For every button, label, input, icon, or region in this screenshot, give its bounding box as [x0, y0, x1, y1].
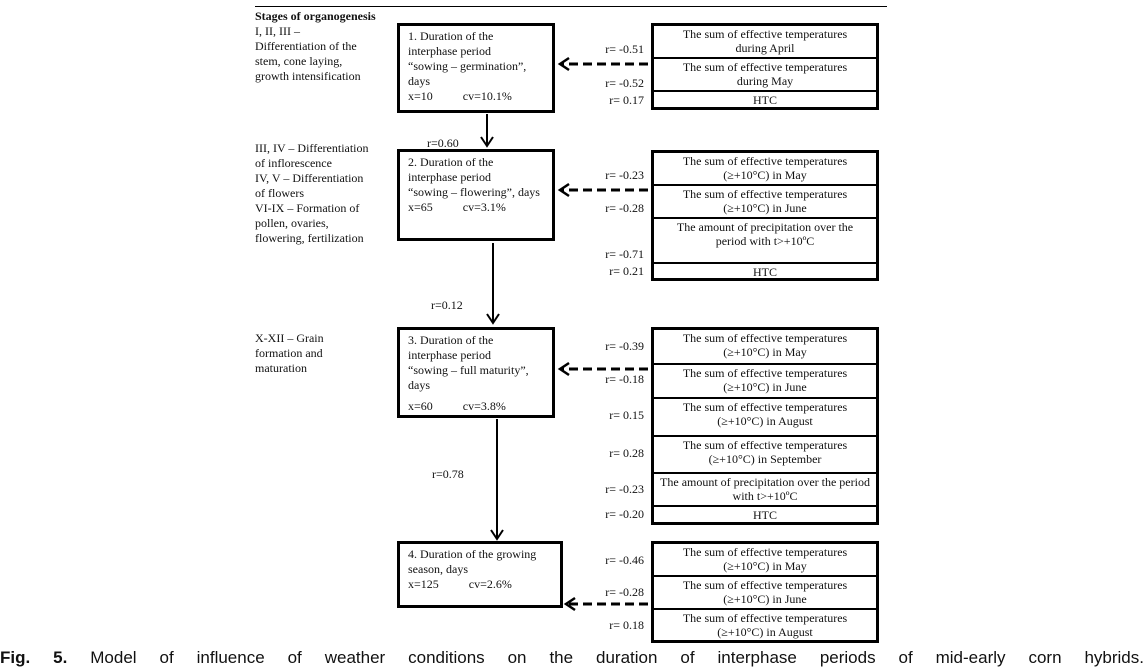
figure-caption: Fig. 5. Model of influence of weather co…	[0, 648, 1144, 668]
factor-r-value: r= 0.17	[609, 93, 644, 107]
period-line: interphase period	[408, 348, 491, 362]
stage-line: X-XII – Grain	[255, 331, 324, 345]
link-r-2-3: r=0.12	[431, 298, 463, 312]
period-line: 4. Duration of the growing	[408, 547, 537, 561]
factor-r-value: r= 0.18	[609, 618, 644, 632]
period-line: interphase period	[408, 170, 491, 184]
mean-value: x=65	[408, 200, 433, 214]
period-box-1: 1. Duration of the interphase period “so…	[397, 23, 555, 113]
period-line: 2. Duration of the	[408, 155, 494, 169]
factor-r-value: r= -0.51	[605, 42, 644, 56]
factor-box: The sum of effective temperatures(≥+10°C…	[654, 186, 876, 219]
period-line: season, days	[408, 562, 468, 576]
stage-line: formation and	[255, 346, 323, 360]
stage-description-1: I, II, III – Differentiation of the stem…	[255, 24, 361, 84]
period-box-4: 4. Duration of the growing season, days …	[397, 541, 563, 608]
factor-box: The sum of effective temperatures(≥+10°C…	[654, 399, 876, 437]
factor-r-value: r= 0.15	[609, 408, 644, 422]
stage-line: growth intensification	[255, 69, 361, 83]
caption-label: Fig. 5.	[0, 648, 68, 667]
stages-title: Stages of organogenesis	[255, 9, 376, 23]
factor-box: The sum of effective temperatures(≥+10°C…	[654, 365, 876, 399]
stage-line: stem, cone laying,	[255, 54, 343, 68]
factor-box: The amount of precipitation over the per…	[654, 474, 876, 507]
cv-value: cv=3.8%	[462, 399, 506, 413]
period-box-3: 3. Duration of the interphase period “so…	[397, 327, 555, 418]
stage-line: III, IV – Differentiation	[255, 141, 369, 155]
stage-description-3: X-XII – Grain formation and maturation	[255, 331, 324, 376]
factor-r-value: r= -0.46	[605, 553, 644, 567]
factor-r-value: r= 0.28	[609, 446, 644, 460]
cv-value: cv=2.6%	[468, 577, 512, 591]
factor-box: The sum of effective temperatures(≥+10°C…	[654, 577, 876, 610]
mean-value: x=60	[408, 399, 433, 413]
factor-r-value: r= -0.23	[605, 168, 644, 182]
top-rule	[255, 6, 887, 7]
dashed-arrow-factors-2	[557, 182, 648, 198]
stage-description-2: III, IV – Differentiation of inflorescen…	[255, 141, 369, 246]
period-line: 1. Duration of the	[408, 29, 494, 43]
stage-line: of flowers	[255, 186, 304, 200]
caption-text: Model of influence of weather conditions…	[90, 648, 1144, 667]
stage-line: flowering, fertilization	[255, 231, 364, 245]
stage-line: I, II, III –	[255, 24, 300, 38]
stage-line: pollen, ovaries,	[255, 216, 329, 230]
factor-r-value: r= -0.39	[605, 339, 644, 353]
period-line: days	[408, 74, 430, 88]
factor-r-value: r= -0.18	[605, 372, 644, 386]
factor-box: HTC	[753, 93, 777, 107]
factor-r-value: r= -0.23	[605, 482, 644, 496]
factor-group-2: The sum of effective temperatures(≥+10°C…	[651, 150, 879, 281]
factor-box: The sum of effective temperatures(≥+10°C…	[682, 611, 848, 639]
solid-arrow-2-3	[486, 243, 500, 325]
factor-box: HTC	[753, 265, 777, 278]
factor-box: HTC	[753, 508, 777, 522]
factor-r-value: r= 0.21	[609, 264, 644, 278]
solid-arrow-1-2	[480, 114, 494, 148]
factor-box: The sum of effective temperatures(≥+10°C…	[654, 330, 876, 365]
cv-value: cv=3.1%	[462, 200, 506, 214]
mean-value: x=10	[408, 89, 433, 103]
stage-line: IV, V – Differentiation	[255, 171, 364, 185]
period-line: “sowing – germination”,	[408, 59, 527, 73]
stage-line: Differentiation of the	[255, 39, 357, 53]
factor-r-value: r= -0.20	[605, 507, 644, 521]
period-line: “sowing – flowering”, days	[408, 185, 540, 199]
link-r-3-4: r=0.78	[432, 467, 464, 481]
mean-value: x=125	[408, 577, 439, 591]
period-line: “sowing – full maturity”,	[408, 363, 529, 377]
factor-r-value: r= -0.71	[605, 247, 644, 261]
factor-r-value: r= -0.28	[605, 585, 644, 599]
dashed-arrow-factors-1	[557, 56, 648, 72]
factor-box: The sum of effective temperatures(≥+10°C…	[654, 437, 876, 474]
factor-r-value: r= -0.28	[605, 201, 644, 215]
factor-box: The sum of effective temperatures(≥+10°C…	[654, 153, 876, 186]
factor-r-value: r= -0.52	[605, 76, 644, 90]
cv-value: cv=10.1%	[462, 89, 512, 103]
period-line: 3. Duration of the	[408, 333, 494, 347]
factor-group-3: The sum of effective temperatures(≥+10°C…	[651, 327, 879, 525]
dashed-arrow-factors-4	[563, 596, 648, 612]
dashed-arrow-factors-3	[557, 361, 648, 377]
period-line: days	[408, 378, 430, 392]
period-line: interphase period	[408, 44, 491, 58]
stage-line: maturation	[255, 361, 307, 375]
period-box-2: 2. Duration of the interphase period “so…	[397, 149, 555, 241]
factor-group-4: The sum of effective temperatures(≥+10°C…	[651, 541, 879, 643]
stage-line: VI-IX – Formation of	[255, 201, 360, 215]
factor-box: The sum of effective temperatures(≥+10°C…	[654, 544, 876, 577]
stage-line: of inflorescence	[255, 156, 332, 170]
link-r-1-2: r=0.60	[427, 136, 459, 150]
solid-arrow-3-4	[490, 419, 504, 541]
